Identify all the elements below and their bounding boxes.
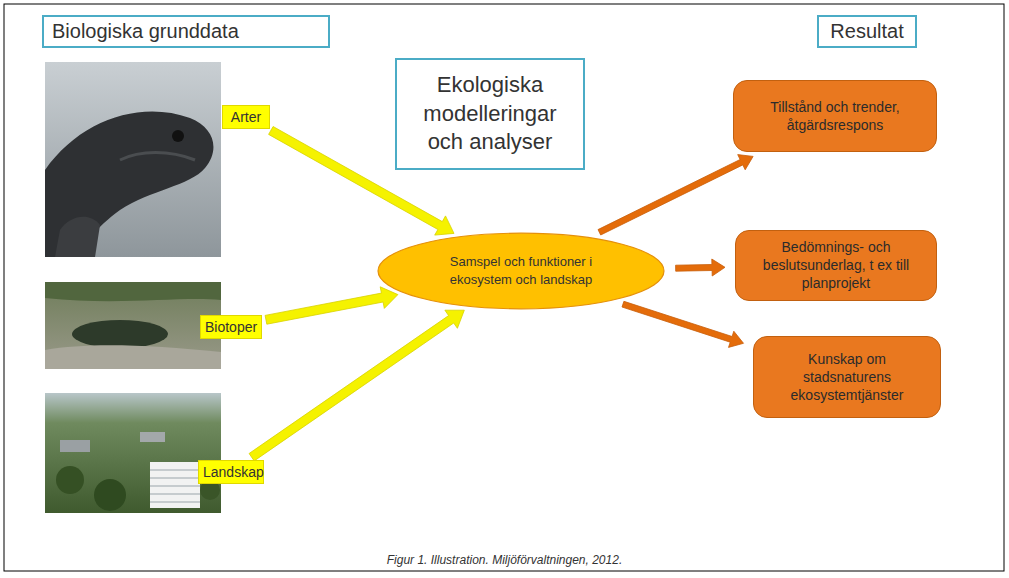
block-arrow — [622, 301, 744, 347]
node-text: Samspel och funktioner i ekosystem och l… — [426, 253, 616, 288]
figure-caption: Figur 1. Illustration. Miljöförvaltninge… — [0, 553, 1009, 567]
photo-tag: Arter — [222, 105, 270, 129]
node-text: Tillstånd och trender, åtgärdsrespons — [746, 98, 924, 134]
node-text: Kunskap om stadsnaturens ekosystemtjänst… — [766, 350, 928, 405]
result-box: Kunskap om stadsnaturens ekosystemtjänst… — [753, 336, 941, 418]
block-arrow — [265, 287, 398, 324]
result-box: Bedömnings- och beslutsunderlag, t ex ti… — [735, 230, 937, 301]
section-heading: Ekologiska modelleringar och analyser — [395, 58, 585, 170]
process-ellipse: Samspel och funktioner i ekosystem och l… — [376, 232, 666, 310]
node-text: Biotoper — [205, 319, 257, 335]
node-text: Ekologiska modelleringar och analyser — [407, 71, 573, 157]
frame — [4, 4, 1004, 571]
section-heading: Resultat — [817, 15, 917, 48]
node-text: Arter — [227, 109, 265, 125]
block-arrow — [598, 155, 753, 235]
ellipse-outline — [376, 232, 666, 310]
landscape-photo — [45, 393, 221, 513]
biotope-photo — [45, 282, 221, 369]
block-arrow — [676, 259, 725, 276]
photo-tag: Landskap — [198, 460, 264, 484]
node-text: Biologiska grunddata — [52, 20, 320, 43]
section-heading: Biologiska grunddata — [42, 15, 330, 48]
node-text: Landskap — [203, 464, 259, 480]
block-arrow — [249, 310, 464, 461]
node-text: Bedömnings- och beslutsunderlag, t ex ti… — [748, 238, 924, 293]
photo-tag: Biotoper — [200, 315, 262, 339]
result-box: Tillstånd och trender, åtgärdsrespons — [733, 80, 937, 152]
node-text: Resultat — [825, 20, 909, 43]
newt-photo — [45, 62, 221, 257]
